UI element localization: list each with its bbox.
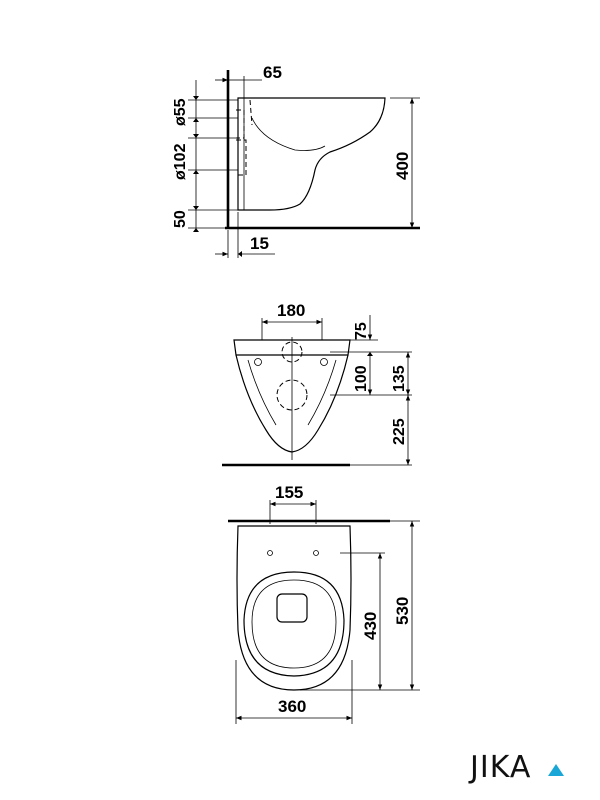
dim-65-label: 65 [263,63,282,82]
side-view: 65 ø55 ø102 50 400 15 [172,63,420,258]
logo-accent-icon [548,764,564,776]
dim-15-label: 15 [250,234,269,253]
dim-400-label: 400 [393,152,412,180]
top-view: 155 430 530 360 [228,483,420,724]
dim-155-label: 155 [275,483,303,502]
dim-530-label: 530 [393,597,412,625]
dim-75-label: 75 [353,322,370,340]
top-outlet [276,593,308,623]
dim-d102-label: ø102 [172,143,189,180]
top-seat-outline [243,571,345,677]
front-view: 180 75 100 135 225 [222,301,412,467]
side-bowl-outline [237,97,386,211]
dim-360-label: 360 [278,697,306,716]
dim-100-label: 100 [353,365,370,392]
dim-225-label: 225 [391,418,408,445]
logo-text: JIKA [468,750,531,785]
dim-180-label: 180 [277,301,305,320]
dim-135-label: 135 [391,365,408,392]
dim-d55-label: ø55 [172,98,189,126]
dim-430-label: 430 [361,612,380,640]
top-bowl-outline [236,525,352,691]
jika-logo: JIKA [468,750,564,785]
dim-50-label: 50 [172,210,189,228]
